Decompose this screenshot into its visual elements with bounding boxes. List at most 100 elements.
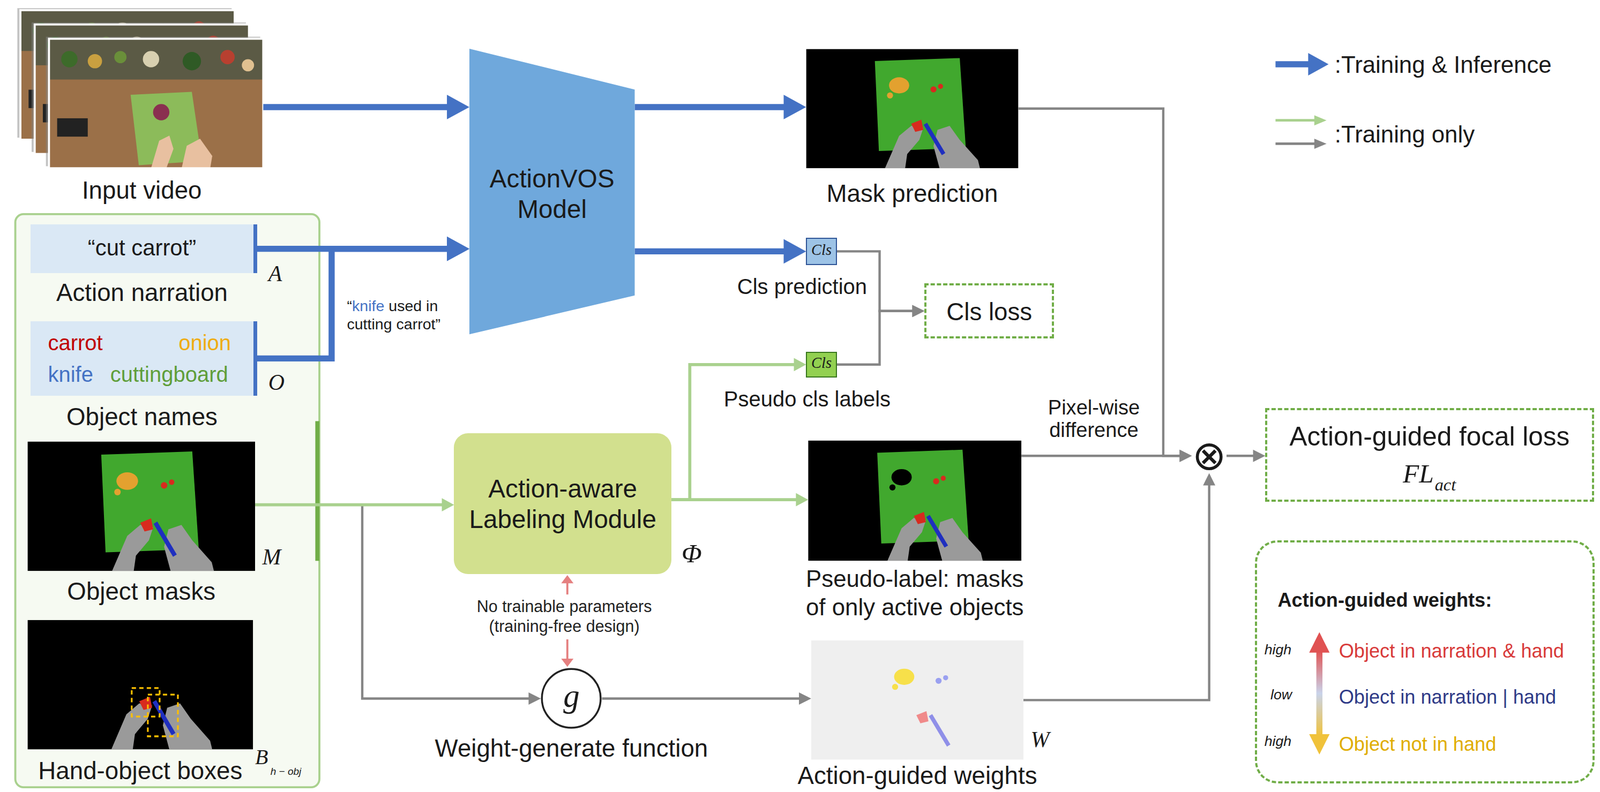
node-text: high — [1264, 733, 1292, 750]
node-text: Action narration — [56, 279, 228, 307]
connector — [255, 503, 446, 507]
illustration-part — [1316, 651, 1323, 737]
text-holder: g — [563, 676, 580, 716]
connector-group — [257, 236, 470, 360]
node-text: “cut carrot” — [87, 235, 197, 261]
arrowhead — [446, 94, 470, 120]
illustration-part — [561, 659, 574, 668]
illustration-part — [27, 620, 253, 751]
text-holder: Weight-generate function — [435, 734, 709, 765]
narration-box: “cut carrot”Action narration — [30, 224, 258, 274]
connector-group — [1226, 450, 1266, 463]
multiply-symbol: ⊗ — [1191, 438, 1227, 474]
connector — [1021, 454, 1184, 458]
arrowhead — [446, 236, 470, 262]
arrowhead — [795, 493, 809, 507]
text-holder: high — [1264, 641, 1292, 660]
text-holder: h − obj — [270, 766, 302, 779]
connector — [1018, 108, 1184, 456]
text-holder: Pseudo-label: masks of only active objec… — [796, 565, 1034, 622]
connector-group — [671, 357, 806, 500]
illustration-part — [48, 38, 264, 169]
arrowhead — [794, 357, 807, 372]
text-holder: Object in narration & hand — [1339, 639, 1565, 663]
arrowhead — [446, 236, 470, 262]
node-text: Action-guided focal loss — [1289, 421, 1570, 452]
connector-group — [1021, 450, 1192, 463]
node-text: Pseudo cls labels — [723, 387, 891, 411]
symbol-label: B — [255, 745, 268, 770]
text-holder: Cls — [811, 354, 832, 373]
text-holder: Action-guided weights — [797, 763, 1037, 790]
node-text: ActionVOS Model — [475, 163, 629, 225]
edge-label: Pixel-wise difference — [1036, 397, 1151, 443]
loss-box: Cls loss — [924, 283, 1054, 339]
node-text: Weight-generate function — [435, 735, 709, 763]
illustration-part — [811, 640, 1024, 761]
text-holder: cuttingboard — [110, 362, 229, 388]
text-holder: Mask prediction — [826, 179, 998, 209]
node-text: Object masks — [66, 578, 216, 606]
symbol-label: Φ — [681, 539, 702, 569]
node-text: Object names — [66, 403, 218, 431]
arrowhead — [528, 692, 541, 706]
text-holder: ActionVOS Model — [475, 163, 629, 225]
label-group: “knifeused incutting carrot” — [346, 296, 441, 334]
subscript-label: h − obj — [270, 766, 302, 778]
arrowhead — [1179, 450, 1192, 463]
illustration-part — [1307, 53, 1329, 76]
illustration-part — [15, 214, 320, 788]
illustration-part — [561, 575, 574, 584]
mask-image: Mask prediction — [805, 48, 1019, 169]
text-holder: ⊗ — [1192, 435, 1227, 477]
illustration-part — [566, 639, 569, 661]
loss-box: Action-guided focal lossFLact — [1265, 408, 1594, 503]
text-holder: W — [1030, 726, 1050, 754]
text-holder: O — [268, 369, 285, 396]
illustration-part — [1275, 142, 1317, 146]
connector — [1023, 482, 1210, 701]
mask-image: Pseudo-label: masks of only active objec… — [808, 440, 1022, 562]
node-text: Action-aware Labeling Module — [460, 473, 665, 535]
node-text: onion — [178, 331, 231, 355]
connector — [836, 311, 917, 365]
node-text: FL — [1402, 459, 1434, 489]
text-holder: :Training & Inference — [1334, 50, 1552, 80]
note-label: No trainable parameters (training-free d… — [446, 596, 682, 637]
text-holder: high — [1264, 733, 1292, 751]
text-holder: onion — [178, 330, 231, 357]
text-holder: act — [1434, 474, 1457, 496]
illustration-part — [1275, 118, 1317, 122]
text-holder: Action-guided focal loss — [1289, 420, 1570, 453]
node-text: Object in narration & hand — [1339, 640, 1565, 663]
node-text: Object not in hand — [1339, 733, 1497, 756]
arrowhead — [783, 94, 807, 120]
text-holder: Input video — [81, 176, 203, 206]
text-holder: Action-guided weights: — [1277, 588, 1492, 612]
prompt-text: knife — [352, 297, 385, 315]
connector-group — [1023, 473, 1216, 701]
module-box: Action-aware Labeling Module — [453, 433, 672, 575]
illustration-part — [805, 48, 1019, 169]
mask-image: Object masks — [27, 442, 256, 572]
text-holder: No trainable parameters (training-free d… — [446, 596, 682, 637]
illustration-part — [566, 582, 569, 595]
illustration-part — [1309, 734, 1330, 755]
connector-group — [634, 239, 806, 265]
connector — [671, 364, 798, 500]
node-text: ⊗ — [1192, 431, 1227, 480]
illustration-part — [808, 440, 1022, 562]
cls-box: ClsCls prediction — [805, 237, 837, 266]
text-holder: Cls prediction — [737, 274, 867, 301]
text-holder: Object not in hand — [1339, 733, 1497, 757]
arrowhead — [1253, 450, 1266, 463]
video-frames: Input video — [20, 10, 264, 169]
weight-image: Action-guided weights — [811, 640, 1024, 761]
arrowhead — [911, 304, 925, 318]
illustration-part — [1314, 115, 1327, 126]
illustration-part — [27, 442, 256, 572]
text-holder: Hand-object boxes — [38, 758, 243, 785]
connector — [602, 697, 803, 700]
connector — [634, 103, 791, 110]
text-holder: B — [255, 744, 268, 771]
